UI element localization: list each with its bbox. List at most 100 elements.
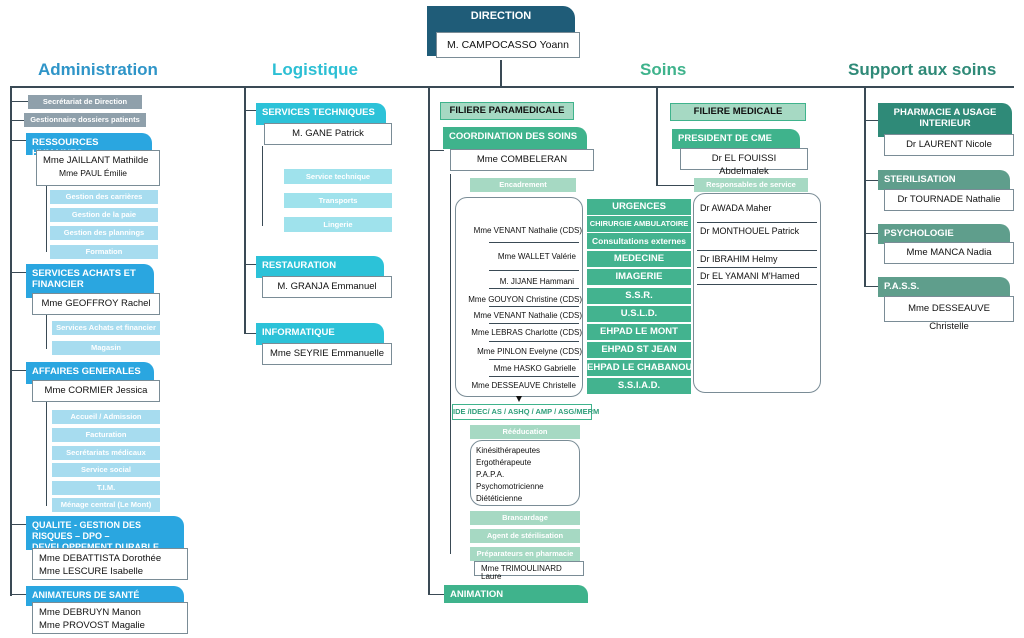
separator (489, 341, 579, 342)
reeducation-item-2: P.A.P.A. (476, 470, 505, 479)
reeducation-item-0: Kinésithérapeutes (476, 446, 541, 455)
sterilisation-person: Dr TOURNADE Nathalie (884, 189, 1014, 211)
sterilisation-header: STERILISATION (878, 170, 1010, 190)
animateurs-persons: Mme DEBRUYN Manon Mme PROVOST Magalie (32, 602, 188, 634)
soins-para-spine (428, 86, 430, 594)
qualite-person-1: Mme DEBATTISTA Dorothée (39, 553, 162, 564)
connector (864, 233, 878, 235)
separator (697, 250, 817, 251)
connector (10, 140, 26, 142)
service-5: S.S.R. (587, 288, 691, 304)
reeducation-item-3: Psychomotricienne (476, 482, 544, 491)
connector (656, 185, 696, 187)
col-support: Support aux soins (848, 60, 997, 79)
gestionnaire-dossiers: Gestionnaire dossiers patients (24, 113, 146, 127)
connector (864, 120, 878, 122)
preparateurs-person: Mme TRIMOULINARD Laure (474, 561, 584, 581)
rh-sub-1: Gestion de la paie (50, 208, 158, 222)
connector (46, 402, 48, 506)
responsables: Responsables de service (694, 178, 808, 192)
achats-header: SERVICES ACHATS ET FINANCIER (26, 264, 154, 298)
qualite-persons: Mme DEBATTISTA Dorothée Mme LESCURE Isab… (32, 548, 188, 580)
medecins-box (693, 193, 821, 393)
affaires-sub-0: Accueil / Admission (52, 410, 160, 424)
achats-person: Mme GEOFFROY Rachel (32, 293, 160, 315)
admin-spine (10, 86, 12, 596)
cadre-4: Mme VENANT Nathalie (CDS) (473, 311, 582, 320)
connector (46, 186, 48, 252)
affaires-sub-4: T.I.M. (52, 481, 160, 495)
connector (244, 333, 258, 335)
direction-person: M. CAMPOCASSO Yoann (436, 32, 580, 58)
connector (450, 174, 452, 554)
connector (864, 180, 878, 182)
support-spine (864, 86, 866, 286)
cadre-7: Mme HASKO Gabrielle (493, 364, 576, 373)
coordination-person: Mme COMBELERAN (450, 149, 594, 171)
medecin-0: Dr AWADA Maher (700, 203, 772, 213)
connector (10, 524, 26, 526)
psychologie-header: PSYCHOLOGIE (878, 224, 1010, 244)
pharmacie-header: PHARMACIE A USAGE INTERIEUR (878, 103, 1012, 137)
separator (489, 323, 579, 324)
encadrement: Encadrement (470, 178, 576, 192)
psychologie-person: Mme MANCA Nadia (884, 242, 1014, 264)
animateurs-person-1: Mme DEBRUYN Manon (39, 607, 141, 618)
col-soins: Soins (640, 60, 687, 79)
reeducation-item-4: Diététicienne (476, 494, 523, 503)
service-6: U.S.L.D. (587, 306, 691, 322)
tech-sub-0: Service technique (284, 169, 392, 184)
restauration-person: M. GRANJA Emmanuel (262, 276, 392, 298)
qualite-person-2: Mme LESCURE Isabelle (39, 566, 144, 577)
informatique-person: Mme SEYRIE Emmanuelle (262, 343, 392, 365)
connector (10, 370, 26, 372)
cadres-box (455, 197, 583, 397)
medecin-1: Dr MONTHOUEL Patrick (700, 226, 800, 236)
medecin-3: Dr EL YAMANI M'Hamed (700, 271, 800, 281)
restauration-header: RESTAURATION (256, 256, 384, 278)
rh-person-1: Mme JAILLANT Mathilde (43, 155, 149, 166)
service-0: URGENCES (587, 199, 691, 215)
affaires-person: Mme CORMIER Jessica (32, 380, 160, 402)
brancardage: Brancardage (470, 511, 580, 525)
filiere-para: FILIERE PARAMEDICALE (440, 102, 574, 120)
connector (864, 286, 878, 288)
connector (428, 150, 444, 152)
connector (244, 264, 258, 266)
cadre-2: M. JIJANE Hammani (499, 277, 574, 286)
service-1: CHIRURGIE AMBULATOIRE (587, 216, 691, 232)
president-header: PRESIDENT DE CME (672, 129, 800, 149)
cadre-8: Mme DESSEAUVE Christelle (471, 381, 576, 390)
connector (10, 594, 26, 596)
preparateurs-header: Préparateurs en pharmacie (470, 547, 580, 561)
tech-person: M. GANE Patrick (264, 123, 392, 145)
connector (10, 120, 28, 122)
cadre-3: Mme GOUYON Christine (CDS) (468, 295, 582, 304)
separator (489, 270, 579, 271)
service-10: S.S.I.A.D. (587, 378, 691, 394)
connector (244, 110, 258, 112)
cadre-1: Mme WALLET Valérie (497, 252, 576, 261)
pharmacie-person: Dr LAURENT Nicole (884, 134, 1014, 156)
soins-med-spine (656, 86, 658, 186)
service-7: EHPAD LE MONT (587, 324, 691, 340)
ide-label: IDE /IDEC/ AS / ASHQ / AMP / ASG/MERM (452, 404, 599, 420)
separator (489, 306, 579, 307)
filiere-med: FILIERE MEDICALE (670, 103, 806, 121)
achats-sub-1: Magasin (52, 341, 160, 355)
affaires-header: AFFAIRES GENERALES (26, 362, 154, 384)
connector (10, 272, 26, 274)
separator (697, 222, 817, 223)
main-horizontal-line (10, 86, 1014, 88)
informatique-header: INFORMATIQUE (256, 323, 384, 345)
rh-sub-3: Formation (50, 245, 158, 259)
coordination-header: COORDINATION DES SOINS (443, 127, 587, 149)
reeducation-header: Rééducation (470, 425, 580, 439)
cadre-5: Mme LEBRAS Charlotte (CDS) (471, 328, 582, 337)
rh-sub-0: Gestion des carrières (50, 190, 158, 204)
connector (46, 315, 48, 349)
tech-sub-2: Lingerie (284, 217, 392, 232)
service-3: MEDECINE (587, 251, 691, 267)
service-2: Consultations externes (587, 233, 691, 249)
service-9: EHPAD LE CHABANOU (587, 360, 692, 376)
